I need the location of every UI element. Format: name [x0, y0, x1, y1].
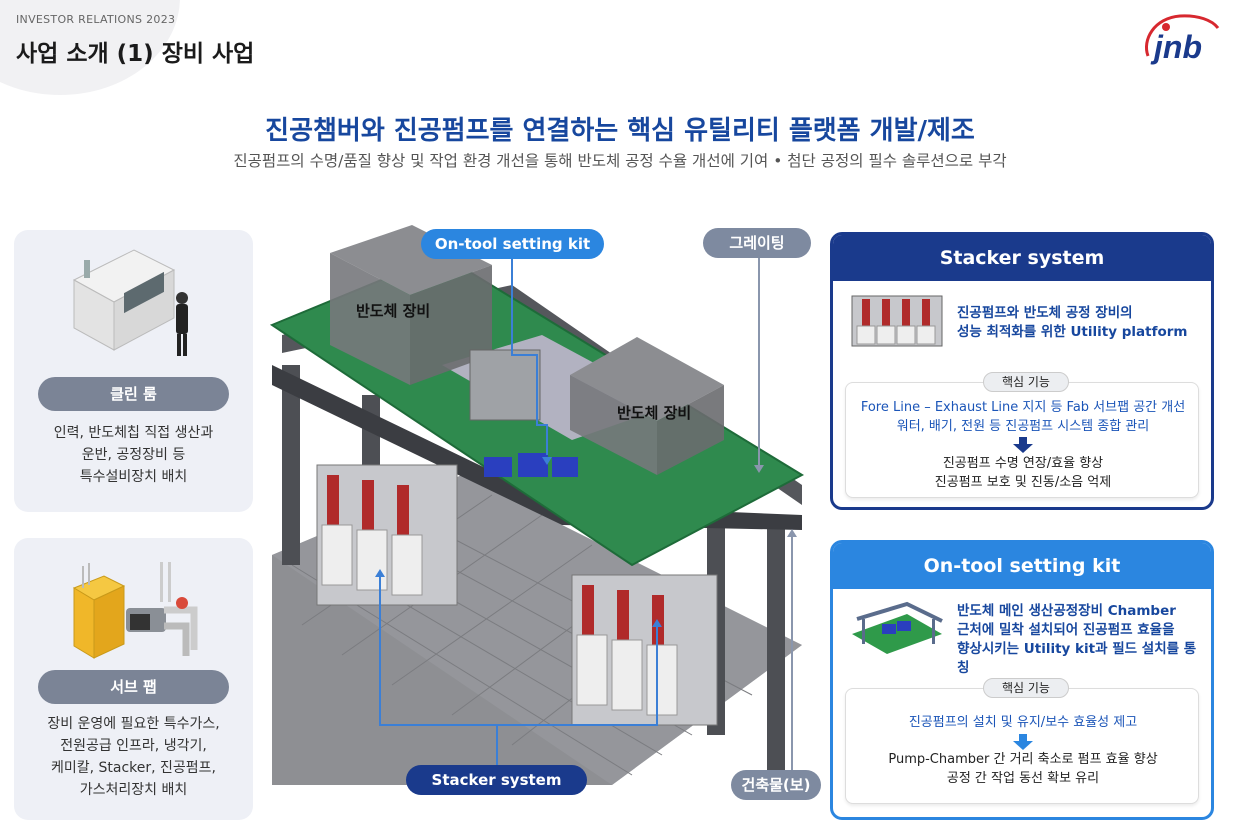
subfab-description: 장비 운영에 필요한 특수가스, 전원공급 인프라, 냉각기, 케미칼, Sta…: [47, 716, 220, 798]
page-title: 사업 소개 (1) 장비 사업: [16, 41, 255, 67]
cleanroom-card: 클린 룸 인력, 반도체칩 직접 생산과 운반, 공정장비 등 특수설비장치 배…: [14, 230, 253, 512]
fab-structure-diagram: [269, 225, 805, 785]
ontool-kit: [469, 349, 541, 421]
ontool-core-pill: 핵심 기능: [983, 678, 1069, 698]
stacker-card: Stacker system 진공펌프와 반도체 공정 장비의 성능 최적화를 …: [830, 232, 1214, 510]
subfab-pipes-illustration: [72, 562, 198, 659]
ontool-core-box: 핵심 기능 진공펌프의 설치 및 유지/보수 효율성 제고 Pump-Chamb…: [845, 678, 1199, 804]
ontool-card: On-tool setting kit 반도체 메인 생산공정장비 Chambe…: [830, 540, 1214, 820]
svg-text:jnb: jnb: [1150, 29, 1202, 65]
building-label: 건축물(보): [731, 770, 821, 800]
equipment-box-2: [570, 337, 724, 475]
ontool-label: On-tool setting kit: [421, 229, 604, 259]
ontool-results: Pump-Chamber 간 거리 축소로 펌프 효율 향상 공정 간 작업 동…: [888, 752, 1158, 786]
ontool-card-title: On-tool setting kit: [833, 543, 1211, 589]
ontool-card-description: 반도체 메인 생산공정장비 Chamber 근처에 밀착 설치되어 진공펌프 효…: [957, 603, 1197, 676]
stacker-label: Stacker system: [406, 765, 587, 795]
cleanroom-machine-illustration: [72, 249, 188, 356]
subfab-pill: 서브 팹: [38, 670, 229, 704]
stacker-unit-right: [571, 574, 718, 726]
stacker-card-description: 진공펌프와 반도체 공정 장비의 성능 최적화를 위한 Utility plat…: [957, 305, 1188, 340]
ontool-kit-illustration: [852, 601, 943, 654]
column-1: [282, 365, 300, 565]
grating-label: 그레이팅: [703, 228, 811, 258]
ir-label: INVESTOR RELATIONS 2023: [16, 13, 176, 26]
stacker-card-title: Stacker system: [833, 235, 1211, 281]
stacker-core-box: 핵심 기능 Fore Line – Exhaust Line 지지 등 Fab …: [845, 372, 1199, 498]
ontool-features: 진공펌프의 설치 및 유지/보수 효율성 제고: [908, 715, 1138, 730]
column-3: [767, 515, 785, 785]
equipment-label-2: 반도체 장비: [617, 404, 692, 422]
subfab-card: 서브 팹 장비 운영에 필요한 특수가스, 전원공급 인프라, 냉각기, 케미칼…: [14, 538, 253, 820]
cleanroom-description: 인력, 반도체칩 직접 생산과 운반, 공정장비 등 특수설비장치 배치: [53, 425, 214, 485]
ontool-down-arrow-icon: [1013, 734, 1033, 750]
stacker-rack-illustration: [851, 295, 943, 347]
jnb-logo: jnb: [1145, 14, 1220, 65]
stacker-unit-left: [316, 464, 458, 606]
main-title: 진공챔버와 진공펌프를 연결하는 핵심 유틸리티 플랫폼 개발/제조: [265, 116, 975, 146]
cleanroom-pill: 클린 룸: [38, 377, 229, 411]
stacker-down-arrow-icon: [1013, 437, 1033, 453]
stacker-results: 진공펌프 수명 연장/효율 향상 진공펌프 보호 및 진동/소음 억제: [934, 456, 1112, 490]
sub-title: 진공펌프의 수명/품질 향상 및 작업 환경 개선을 통해 반도체 공정 수율 …: [233, 152, 1007, 170]
stacker-features: Fore Line – Exhaust Line 지지 등 Fab 서브팹 공간…: [860, 400, 1186, 434]
equipment-label-1: 반도체 장비: [356, 302, 431, 320]
stacker-core-pill: 핵심 기능: [983, 372, 1069, 392]
